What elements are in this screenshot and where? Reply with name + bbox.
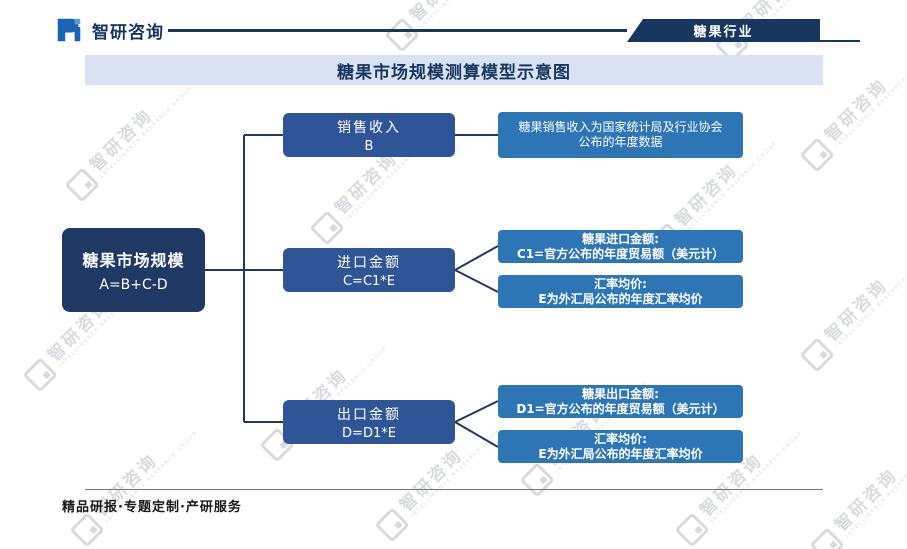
title-bar: 糖果市场规模测算模型示意图 [85,55,823,85]
node-label: 销售收入 [337,119,401,136]
info-line: 汇率均价: [594,276,647,291]
node-formula: C=C1*E [342,273,396,289]
info-line: E为外汇局公布的年度汇率均价 [538,446,703,461]
node-import-amount: 进口金额 C=C1*E [283,248,455,292]
industry-ribbon-label: 糖果行业 [693,25,754,40]
info-box-sales-revenue: 糖果销售收入为国家统计局及行业协会 公布的年度数据 [498,112,743,158]
brand-logo-icon [57,18,81,42]
root-node-formula: A=B+C-D [99,277,168,293]
info-box-import-amount: 糖果进口金额: C1=官方公布的年度贸易额（美元计） [498,230,743,263]
root-node-title: 糖果市场规模 [82,251,185,270]
info-line: E为外汇局公布的年度汇率均价 [538,291,703,306]
node-sales-revenue: 销售收入 B [283,113,455,157]
footer-divider-line [85,489,823,490]
node-export-amount: 出口金额 D=D1*E [283,400,455,444]
info-line: 糖果出口金额: [582,386,659,401]
info-line: 公布的年度数据 [578,135,663,149]
node-label: 进口金额 [337,254,401,271]
brand-name: 智研咨询 [92,22,164,43]
info-line: C1=官方公布的年度贸易额（美元计） [516,246,725,261]
info-line: 汇率均价: [594,431,647,446]
info-line: 糖果销售收入为国家统计局及行业协会 [518,120,723,134]
footer-services: 精品研报·专题定制·产研服务 [62,500,242,515]
page-title: 糖果市场规模测算模型示意图 [337,62,571,83]
info-line: D1=官方公布的年度贸易额（美元计） [516,401,725,416]
node-formula: B [364,138,374,154]
info-box-export-amount: 糖果出口金额: D1=官方公布的年度贸易额（美元计） [498,385,743,418]
info-box-export-exchange-rate: 汇率均价: E为外汇局公布的年度汇率均价 [498,430,743,463]
header-tail-line [820,40,860,42]
node-formula: D=D1*E [342,425,396,441]
root-node-market-size: 糖果市场规模 A=B+C-D [62,228,205,312]
node-label: 出口金额 [337,406,401,423]
header-divider-line [168,29,627,32]
brand: 智研咨询 [54,15,164,45]
info-box-import-exchange-rate: 汇率均价: E为外汇局公布的年度汇率均价 [498,275,743,308]
industry-ribbon: 糖果行业 [627,19,820,42]
info-line: 糖果进口金额: [582,231,659,246]
